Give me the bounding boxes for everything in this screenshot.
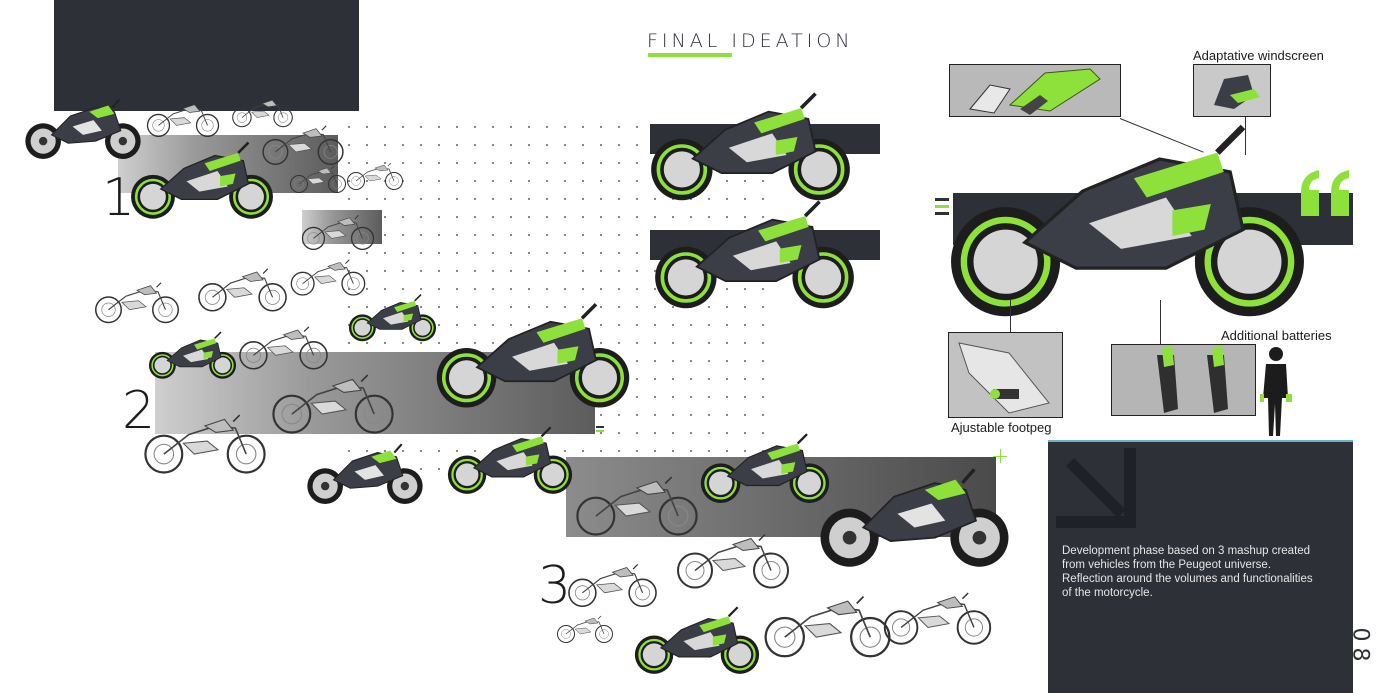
phase2-sketch-5 (148, 331, 237, 380)
phase2-sketch-8 (144, 414, 266, 474)
phase1-sketch-2 (146, 101, 220, 137)
detail-footpeg (948, 332, 1063, 418)
page-number: 08 (1347, 627, 1373, 668)
main-render (935, 115, 1320, 325)
final-render-2 (653, 199, 856, 310)
phase3-plus-h (993, 456, 1007, 457)
accent-mark-1 (935, 198, 949, 201)
phase2-sketch-9 (306, 443, 424, 505)
phase1-render-green (129, 141, 275, 220)
phase-number-1: 1 (102, 168, 136, 228)
callout-line-footpeg (1010, 300, 1011, 332)
phase3-sketch-8 (883, 591, 992, 645)
accent-mark-2 (935, 205, 949, 208)
detail-windscreen (1193, 64, 1271, 117)
human-scale-figure (1260, 346, 1292, 438)
phase2-mark-2 (596, 430, 604, 432)
detail-batteries (1111, 344, 1256, 416)
top-dark-panel (54, 0, 359, 111)
phase2-mark-1 (596, 426, 604, 428)
title-word-final: FINAL (647, 30, 722, 52)
phase-number-3: 3 (538, 556, 572, 616)
phase3-render-main (818, 467, 1011, 569)
phase-number-2: 2 (122, 381, 156, 441)
phase3-sketch-5 (557, 615, 613, 643)
phase1-sketch-6 (347, 162, 403, 190)
callout-windscreen: Adaptative windscreen (1193, 48, 1324, 63)
phase3-sketch-7 (764, 595, 891, 658)
phase3-sketch-4 (568, 563, 657, 608)
phase2-render-main (435, 302, 631, 410)
phase2-sketch-7 (272, 374, 394, 434)
description-line-4: of the motorcycle. (1062, 587, 1153, 599)
phase2-sketch-4 (348, 293, 437, 343)
accent-mark-3 (935, 212, 949, 215)
description-top-line (1048, 440, 1353, 442)
phase3-sketch-6 (633, 606, 761, 675)
title-word-ideation: IDEATION (731, 30, 854, 52)
phase2-sketch-6 (239, 325, 328, 370)
arrow-down-right-icon (1056, 448, 1136, 528)
callout-line-windscreen (1245, 117, 1246, 155)
callout-batteries: Additional batteries (1221, 328, 1332, 343)
description-panel: Development phase based on 3 mashup crea… (1048, 440, 1353, 693)
phase1-sketch-5 (290, 165, 346, 193)
callout-footpeg: Ajustable footpeg (951, 420, 1052, 435)
phase1-sketch-7 (301, 214, 375, 250)
callout-line-batteries (1160, 300, 1161, 344)
page-title: FINAL IDEATION (647, 30, 854, 52)
phase2-sketch-10 (446, 426, 574, 495)
description-line-1: Development phase based on 3 mashup crea… (1062, 545, 1311, 557)
quote-icon (1297, 170, 1355, 216)
detail-windscreen-part (949, 64, 1121, 117)
description-text: Development phase based on 3 mashup crea… (1062, 544, 1347, 600)
phase2-sketch-2 (198, 267, 287, 312)
final-render-1 (649, 91, 852, 202)
description-line-2: from vehicles from the Peugeot universe. (1062, 559, 1272, 571)
description-line-3: Reflection around the volumes and functi… (1062, 573, 1313, 585)
title-underline (648, 53, 732, 57)
